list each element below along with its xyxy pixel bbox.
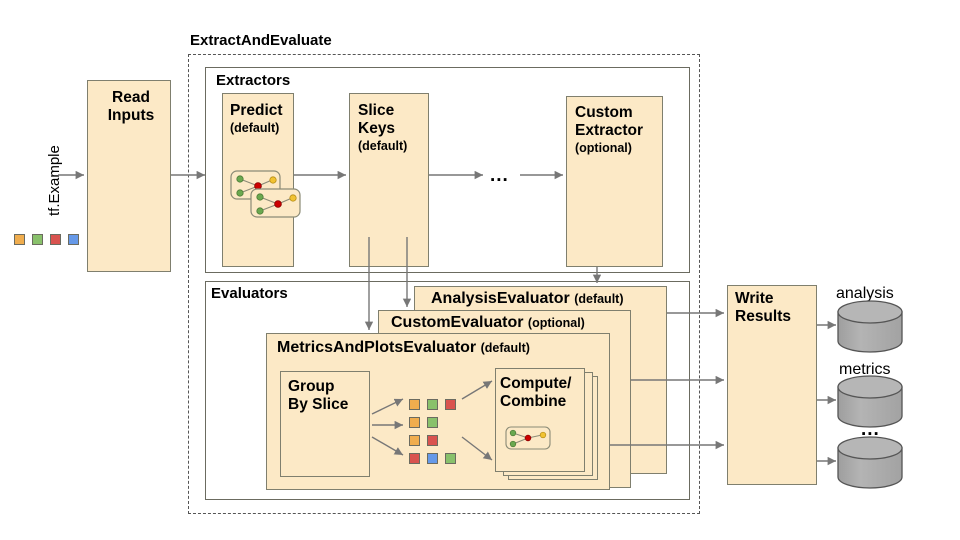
node-custom-evaluator-title: CustomEvaluator: [391, 314, 524, 331]
node-slice-keys-label-line1: Slice: [358, 102, 395, 119]
node-custom-extractor-label-line1: Custom: [575, 104, 633, 121]
node-slice-keys-sub: (default): [358, 139, 408, 153]
legend-square-red: [50, 234, 61, 245]
node-group-by-slice-label-line1: Group: [288, 378, 335, 395]
group-evaluators: [205, 281, 690, 500]
group-extractors: [205, 67, 690, 273]
node-analysis-evaluator-sub: (default): [574, 292, 624, 306]
slice-square: [427, 435, 438, 446]
group-evaluators-title: Evaluators: [211, 285, 288, 302]
database-cylinder-icon-analysis: [837, 300, 903, 353]
group-extractors-title: Extractors: [216, 72, 291, 89]
node-custom-extractor-label-line2: Extractor: [575, 122, 644, 139]
node-analysis-evaluator-label: AnalysisEvaluator (default): [431, 290, 624, 308]
node-metrics-and-plots-evaluator-title: MetricsAndPlotsEvaluator: [277, 339, 477, 356]
node-slice-keys-label-line2: Keys: [358, 120, 396, 137]
slice-square: [427, 417, 438, 428]
legend-square-blue: [68, 234, 79, 245]
node-write-results-label-line2: Results: [735, 308, 791, 325]
node-predict-label: Predict: [230, 102, 283, 119]
extractors-ellipsis: ...: [490, 165, 509, 186]
node-analysis-evaluator-title: AnalysisEvaluator: [431, 290, 570, 307]
output-label-analysis: analysis: [836, 285, 894, 302]
node-compute-combine-label-line1: Compute/: [500, 375, 572, 392]
legend-square-green: [32, 234, 43, 245]
node-metrics-and-plots-evaluator-sub: (default): [480, 341, 530, 355]
node-group-by-slice-label-line2: By Slice: [288, 396, 349, 413]
node-custom-evaluator-sub: (optional): [527, 316, 585, 330]
legend-square-orange: [14, 234, 25, 245]
slice-square: [427, 453, 438, 464]
node-compute-combine[interactable]: [495, 368, 585, 472]
node-metrics-and-plots-evaluator-label: MetricsAndPlotsEvaluator (default): [277, 339, 530, 357]
slice-square: [409, 417, 420, 428]
node-read-inputs-label-line2: Inputs: [107, 107, 155, 124]
node-read-inputs[interactable]: [87, 80, 171, 272]
group-extract-and-evaluate-title: ExtractAndEvaluate: [190, 32, 332, 49]
node-custom-evaluator-label: CustomEvaluator (optional): [391, 314, 585, 332]
node-slice-keys[interactable]: [349, 93, 429, 267]
node-read-inputs-label-line1: Read: [112, 89, 150, 106]
database-cylinder-icon-other: [837, 436, 903, 489]
output-label-ellipsis: ...: [861, 419, 880, 440]
slice-square: [427, 399, 438, 410]
slice-square: [445, 453, 456, 464]
node-write-results[interactable]: [727, 285, 817, 485]
slice-square: [409, 453, 420, 464]
slice-square: [409, 435, 420, 446]
slice-square: [409, 399, 420, 410]
node-custom-extractor[interactable]: [566, 96, 663, 267]
node-compute-combine-label-line2: Combine: [500, 393, 567, 410]
node-custom-extractor-sub: (optional): [575, 141, 632, 155]
node-write-results-label-line1: Write: [735, 290, 774, 307]
node-predict-sub: (default): [230, 121, 280, 135]
input-label-tf-example: tf.Example: [46, 145, 63, 216]
group-extract-and-evaluate: [188, 54, 700, 514]
slice-square: [445, 399, 456, 410]
output-label-metrics: metrics: [839, 361, 891, 378]
node-group-by-slice[interactable]: [280, 371, 370, 477]
